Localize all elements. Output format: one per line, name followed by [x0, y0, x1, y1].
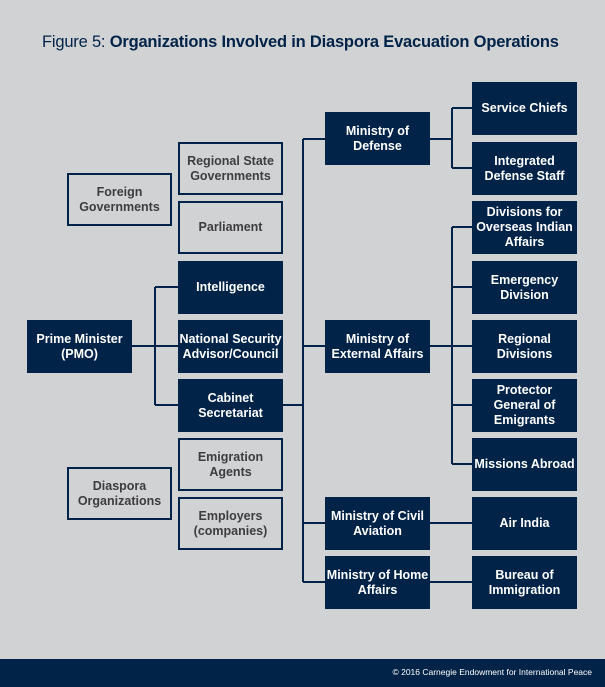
cabinet-connector: [282, 138, 325, 583]
node-protector-general: Protector General of Emigrants: [472, 379, 577, 432]
node-regional-state-governments: Regional State Governments: [178, 142, 283, 195]
figure-title: Figure 5: Organizations Involved in Dias…: [42, 33, 559, 51]
node-integrated-defense-staff: Integrated Defense Staff: [472, 142, 577, 195]
node-service-chiefs: Service Chiefs: [472, 82, 577, 135]
mea-connector: [430, 226, 472, 465]
node-emergency-division: Emergency Division: [472, 261, 577, 314]
node-parliament: Parliament: [178, 201, 283, 254]
node-ministry-defense: Ministry of Defense: [325, 112, 430, 165]
node-prime-minister: Prime Minister (PMO): [27, 320, 132, 373]
node-foreign-governments: Foreign Governments: [67, 173, 172, 226]
node-national-security-advisor: National Security Advisor/Council: [178, 320, 283, 373]
node-ministry-home-affairs: Ministry of Home Affairs: [325, 556, 430, 609]
defense-connector: [430, 107, 472, 169]
node-ministry-external-affairs: Ministry of External Affairs: [325, 320, 430, 373]
node-air-india: Air India: [472, 497, 577, 550]
copyright-text: © 2016 Carnegie Endowment for Internatio…: [392, 667, 592, 677]
node-ministry-civil-aviation: Ministry of Civil Aviation: [325, 497, 430, 550]
node-intelligence: Intelligence: [178, 261, 283, 314]
node-employers: Employers (companies): [178, 497, 283, 550]
footer-bar: © 2016 Carnegie Endowment for Internatio…: [0, 659, 605, 687]
node-bureau-immigration: Bureau of Immigration: [472, 556, 577, 609]
node-divisions-overseas-indian-affairs: Divisions for Overseas Indian Affairs: [472, 201, 577, 254]
node-regional-divisions: Regional Divisions: [472, 320, 577, 373]
pm-connector: [132, 286, 178, 406]
node-diaspora-organizations: Diaspora Organizations: [67, 467, 172, 520]
node-emigration-agents: Emigration Agents: [178, 438, 283, 491]
node-cabinet-secretariat: Cabinet Secretariat: [178, 379, 283, 432]
node-missions-abroad: Missions Abroad: [472, 438, 577, 491]
